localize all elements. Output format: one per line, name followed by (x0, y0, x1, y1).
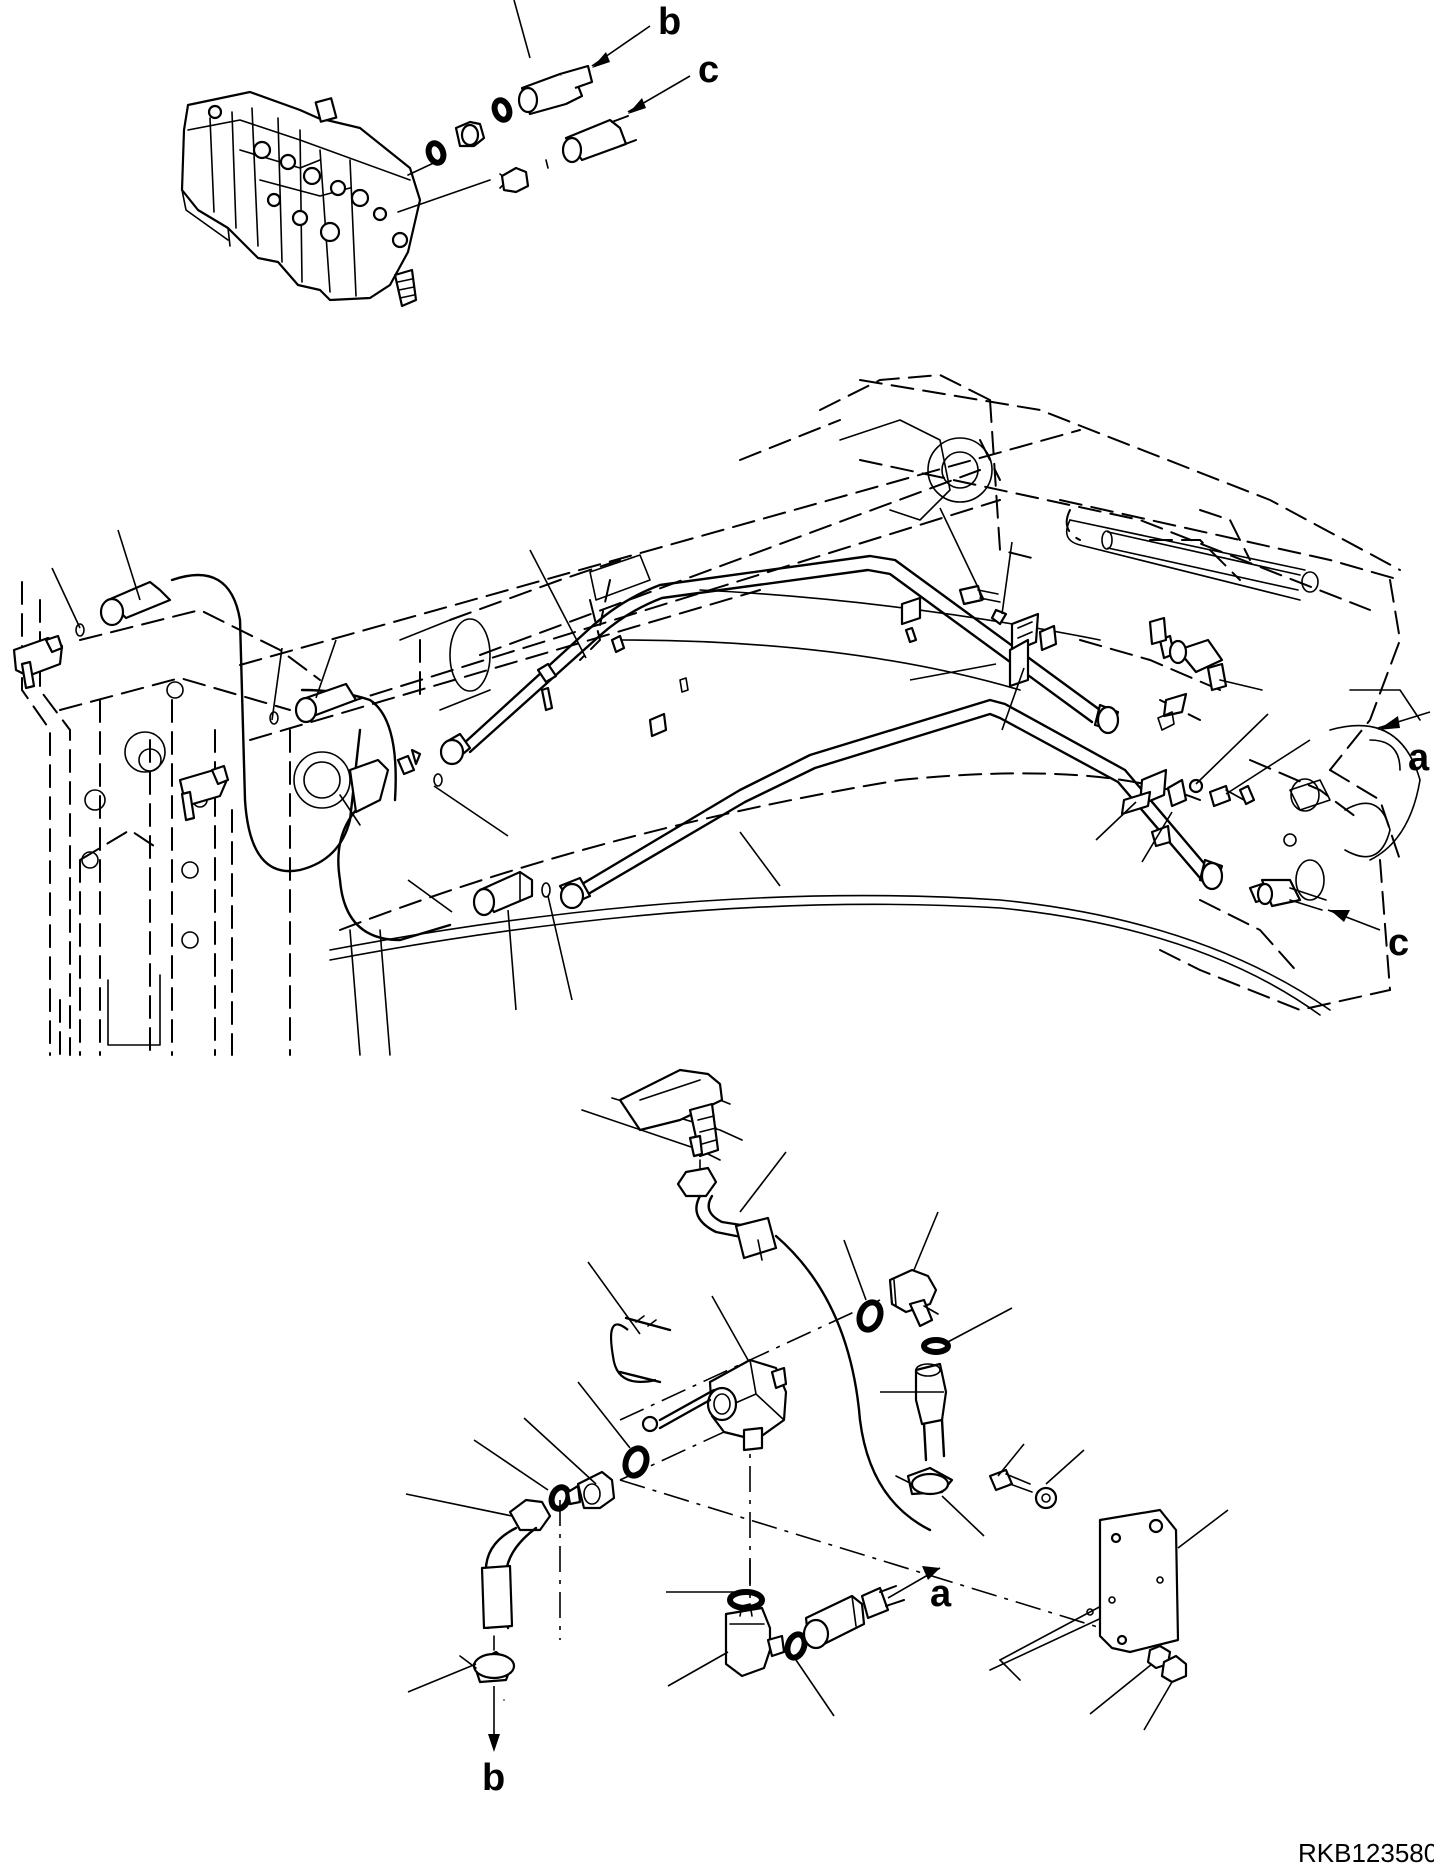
label-a-bottom: a (930, 1573, 952, 1615)
mounting-plate (1098, 1508, 1180, 1654)
label-b-top: b (658, 1, 681, 43)
hose-connector (348, 758, 390, 814)
elbow-hose-top (676, 1166, 718, 1198)
boom-frame (21, 373, 1421, 1056)
top-fittings (425, 0, 691, 194)
detail-parts (459, 1166, 1188, 1701)
adapter-left (576, 1470, 616, 1510)
left-hose-assembly (12, 573, 551, 942)
leader-lines-middle (51, 507, 1431, 1011)
pressure-sensor (618, 1068, 724, 1132)
o-ring-upper (856, 1299, 884, 1333)
o-ring-right (921, 1337, 951, 1355)
drawing-code: RKB123580 (1298, 1838, 1434, 1868)
adapter-2 (500, 166, 530, 194)
o-ring-bottom-right (784, 1631, 808, 1661)
o-ring (425, 140, 447, 166)
elbow-hose-left (508, 1498, 552, 1532)
detail-axes (559, 1299, 1141, 1641)
bracket-upper (1008, 638, 1030, 688)
label-c-top: c (698, 49, 719, 91)
bolt-upper (958, 584, 984, 606)
label-b-bottom: b (482, 1757, 505, 1799)
control-valve-assembly (180, 90, 491, 308)
o-ring-left-1 (622, 1445, 650, 1479)
elbow-fitting-bottom (724, 1606, 772, 1678)
u-bolt (610, 1323, 657, 1383)
bolt-lower (1208, 784, 1232, 808)
o-ring-bottom (727, 1589, 765, 1611)
hose-straight (914, 1362, 948, 1426)
o-ring-left-2 (548, 1484, 572, 1512)
leader-lines-bottom (405, 1151, 1229, 1752)
label-c-middle: c (1388, 922, 1409, 964)
boom-hydraulic-tubes (439, 554, 1327, 911)
detail-frame (581, 1068, 1171, 1681)
label-a-middle: a (1408, 737, 1430, 779)
clamp-upper (1010, 612, 1040, 654)
